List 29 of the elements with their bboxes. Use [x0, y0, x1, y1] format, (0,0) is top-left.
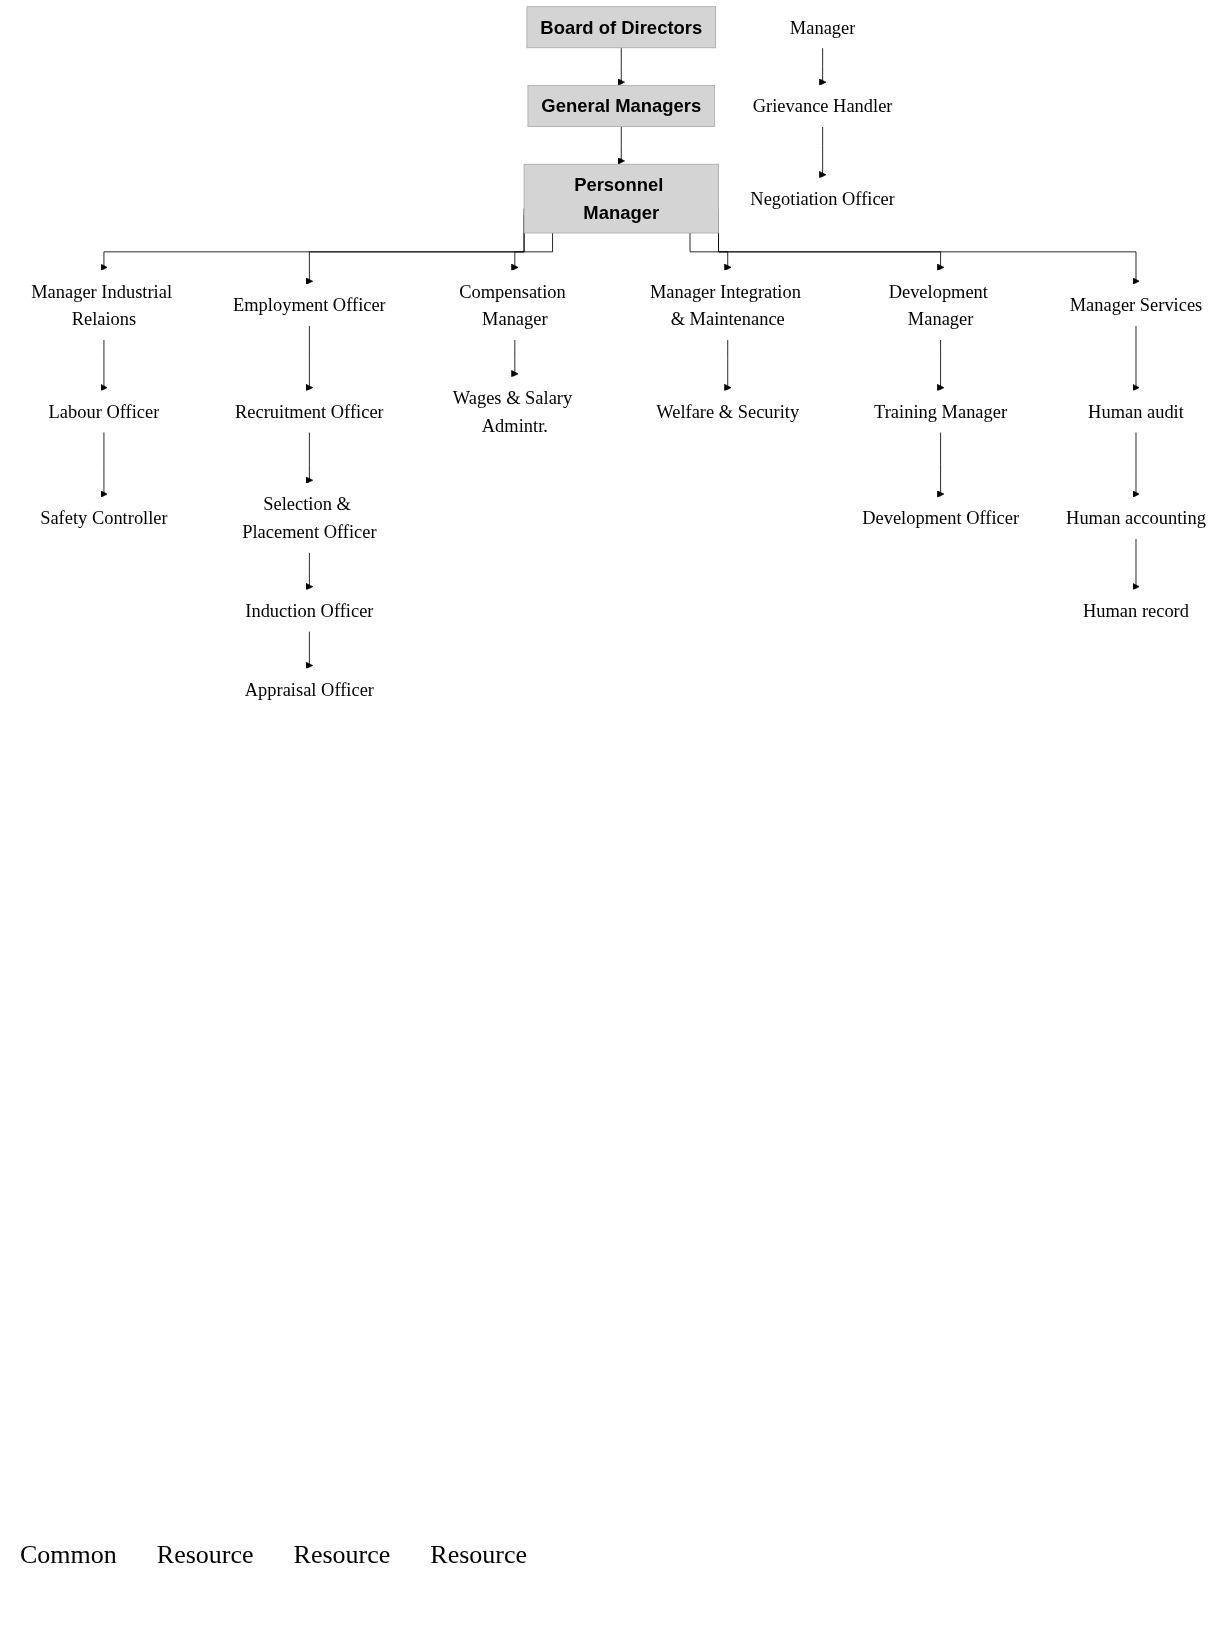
node-text: Negotiation Officer — [750, 188, 895, 210]
node-text: Development Officer — [862, 507, 1020, 529]
node-text: Manager Services — [1069, 294, 1203, 316]
node-text: Human accounting — [1066, 507, 1206, 529]
node-text: Recruitment Officer — [235, 401, 384, 422]
stray-word: Resource — [156, 1540, 254, 1570]
node-text: Human record — [1082, 600, 1189, 622]
node-text: Appraisal Officer — [244, 678, 374, 700]
node-text: Induction Officer — [245, 600, 374, 622]
node-box: General Managers — [527, 85, 716, 127]
node-text: Compensation Manager — [459, 280, 566, 330]
stray-word: Resource — [430, 1540, 528, 1570]
node-text: Welfare & Security — [656, 401, 800, 422]
node-text: Selection & Placement Officer — [242, 493, 377, 543]
node-text: Wages & Salary Admintr. — [452, 387, 573, 436]
node-text: Manager — [789, 16, 856, 38]
node-text: Manager Integration & Maintenance — [649, 280, 801, 330]
node-box: Board of Directors — [526, 6, 717, 49]
node-text: Labour Officer — [48, 401, 160, 422]
node-text: Grievance Handler — [752, 95, 893, 117]
stray-word: Common — [20, 1540, 117, 1570]
node-text: Human audit — [1088, 401, 1184, 422]
stray-word: Resource — [293, 1540, 391, 1570]
node-text: Safety Controller — [40, 507, 168, 529]
node-text: Employment Officer — [233, 294, 386, 316]
node-text: Training Manager — [874, 401, 1008, 422]
node-box: Personnel Manager — [523, 163, 719, 234]
node-text: Development Manager — [888, 280, 988, 330]
node-text: Manager Industrial Relaions — [31, 280, 173, 330]
